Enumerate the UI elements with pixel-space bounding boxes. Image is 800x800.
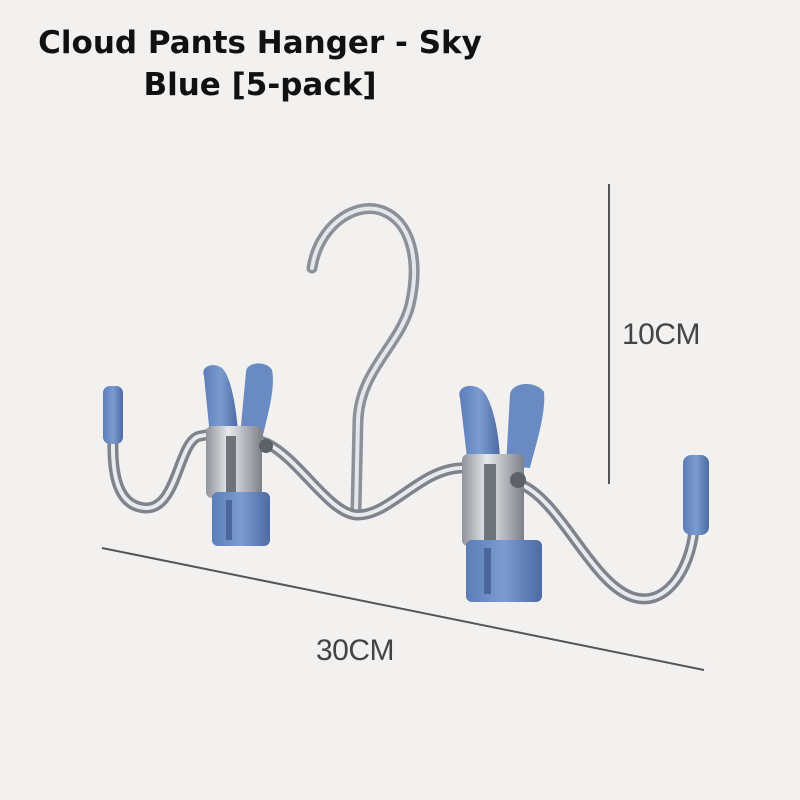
right-end-cap xyxy=(683,455,709,535)
right-clip xyxy=(459,383,545,602)
height-dimension-label: 10CM xyxy=(622,318,701,351)
left-end-cap xyxy=(103,386,123,444)
hanger-hook xyxy=(306,203,420,516)
width-dimension-line xyxy=(101,547,705,671)
product-title: Cloud Pants Hanger - Sky Blue [5-pack] xyxy=(0,22,520,106)
product-title-line-2: Blue [5-pack] xyxy=(143,67,377,103)
width-dimension-label: 30CM xyxy=(316,634,395,667)
hanger-wire xyxy=(107,428,700,605)
left-clip xyxy=(203,363,273,546)
product-title-line-1: Cloud Pants Hanger - Sky xyxy=(38,25,482,61)
